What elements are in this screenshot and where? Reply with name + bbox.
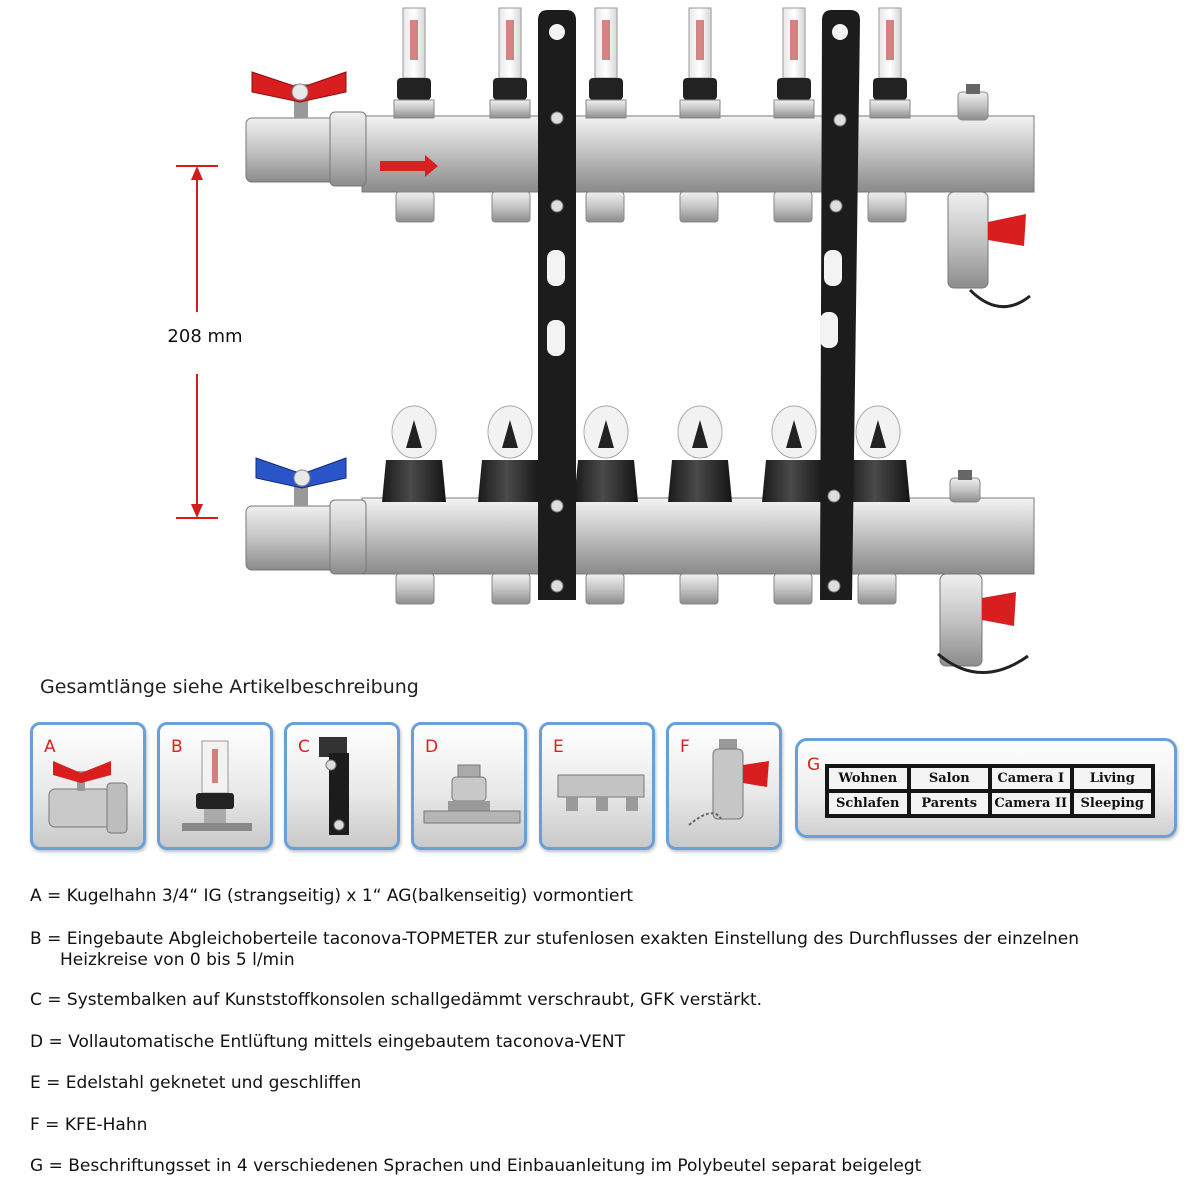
manifold-bar-icon	[557, 774, 645, 811]
label-cell: Sleeping	[1073, 793, 1151, 814]
thumbnail-a: A	[30, 722, 146, 850]
supply-ball-valve	[245, 71, 367, 187]
legend-item-b: B = Eingebaute Abgleichoberteile taconov…	[30, 929, 1079, 971]
manifold-illustration	[176, 7, 1035, 674]
legend-item-f: F = KFE-Hahn	[30, 1115, 148, 1135]
label-cell: Salon	[910, 768, 988, 789]
label-cell: Wohnen	[829, 768, 907, 789]
ball-valve-icon	[48, 761, 128, 834]
flow-meters	[393, 7, 911, 119]
thumbnail-f: F	[666, 722, 782, 850]
balancing-knobs	[382, 405, 910, 502]
legend-item-a: A = Kugelhahn 3/4“ IG (strangseitig) x 1…	[30, 886, 634, 906]
total-length-caption: Gesamtlänge siehe Artikelbeschreibung	[40, 676, 419, 698]
legend-item-e: E = Edelstahl geknetet und geschliffen	[30, 1073, 362, 1093]
legend-item-b-line2: Heizkreise von 0 bis 5 l/min	[60, 950, 295, 970]
thumbnail-b: B	[157, 722, 273, 850]
label-cell: Camera II	[992, 793, 1070, 814]
thumbnail-letter: G	[807, 755, 821, 775]
thumbnail-letter: B	[171, 737, 183, 757]
dimension-label: 208 mm	[167, 326, 243, 347]
flow-meter-icon	[182, 740, 252, 831]
legend-item-d: D = Vollautomatische Entlüftung mittels …	[30, 1032, 625, 1052]
thumbnail-letter: D	[425, 737, 439, 757]
return-bar	[361, 497, 1035, 575]
label-set-strip: Wohnen Salon Camera I Living Schlafen Pa…	[825, 764, 1155, 818]
label-cell: Living	[1073, 768, 1151, 789]
dimension-arrow	[176, 165, 218, 519]
return-air-vent	[949, 470, 981, 503]
mounting-bracket-icon	[319, 737, 349, 835]
legend-item-g: G = Beschriftungsset in 4 verschiedenen …	[30, 1156, 922, 1176]
legend-item-b-line1: B = Eingebaute Abgleichoberteile taconov…	[30, 929, 1080, 949]
thumbnail-c: C	[284, 722, 400, 850]
supply-drain-valve	[947, 191, 1031, 309]
thumbnail-letter: A	[44, 737, 56, 757]
thumbnail-e: E	[539, 722, 655, 850]
thumbnail-g: G Wohnen Salon Camera I Living Schlafen …	[795, 738, 1177, 838]
legend-item-c: C = Systembalken auf Kunststoffkonsolen …	[30, 990, 763, 1010]
thumbnail-letter: E	[553, 737, 564, 757]
supply-outlets	[395, 191, 907, 223]
label-cell: Parents	[910, 793, 988, 814]
thumbnail-letter: F	[680, 737, 690, 757]
thumbnail-letter: C	[298, 737, 310, 757]
flow-direction-arrow	[380, 155, 438, 177]
return-ball-valve	[245, 457, 367, 575]
mounting-brackets	[538, 10, 860, 600]
supply-bar	[361, 115, 1035, 193]
return-outlets	[395, 573, 897, 605]
drain-valve-icon	[688, 739, 769, 826]
air-vent-icon	[423, 764, 521, 824]
label-cell: Camera I	[992, 768, 1070, 789]
supply-air-vent	[957, 84, 989, 121]
thumbnail-d: D	[411, 722, 527, 850]
label-cell: Schlafen	[829, 793, 907, 814]
return-drain-valve	[937, 573, 1029, 674]
